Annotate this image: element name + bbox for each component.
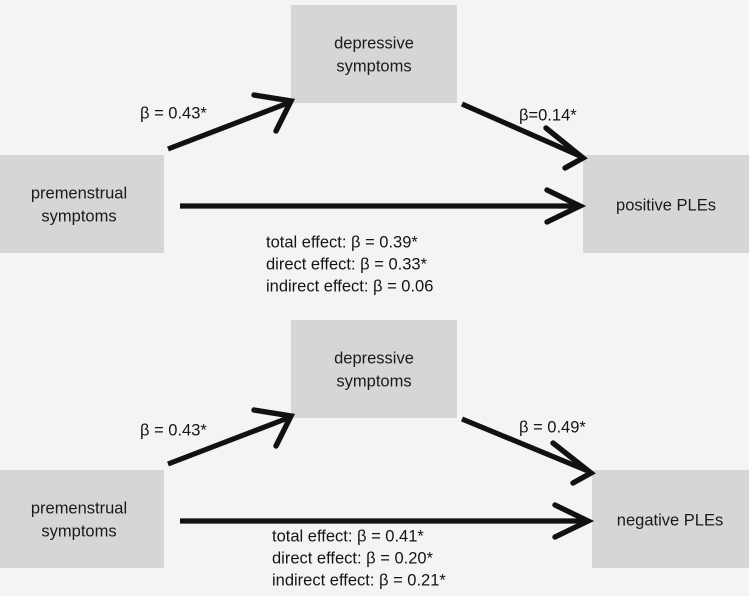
effect-total-top: total effect: β = 0.39* — [266, 233, 418, 251]
path-b-label-top: β=0.14* — [519, 106, 577, 124]
path-b-arrow-top — [460, 101, 588, 171]
node-box-predictor-top — [0, 155, 164, 253]
path-a-label-top: β = 0.43* — [140, 104, 207, 122]
node-label-mediator-top-line1: depressive — [334, 34, 414, 52]
node-box-outcome-bottom — [592, 470, 749, 568]
path-b-label-bottom: β = 0.49* — [519, 418, 586, 436]
path-a-arrow-bottom — [167, 407, 296, 467]
node-label-outcome-bottom-line1: negative PLEs — [617, 511, 723, 529]
node-label-outcome-top-line1: positive PLEs — [616, 196, 716, 214]
node-box-mediator-bottom — [291, 320, 457, 418]
node-label-predictor-top-line1: premenstrual — [31, 184, 127, 202]
node-box-predictor-bottom — [0, 470, 164, 568]
node-label-mediator-bottom-line1: depressive — [334, 349, 414, 367]
node-label-predictor-bottom-line1: premenstrual — [31, 499, 127, 517]
effect-total-bottom: total effect: β = 0.41* — [272, 527, 424, 545]
node-label-mediator-top-line2: symptoms — [336, 57, 411, 75]
effect-indirect-bottom: indirect effect: β = 0.21* — [272, 571, 446, 589]
path-b-arrow-bottom — [461, 416, 596, 486]
effect-direct-bottom: direct effect: β = 0.20* — [272, 549, 434, 567]
node-label-predictor-bottom-line2: symptoms — [41, 522, 116, 540]
effect-direct-top: direct effect: β = 0.33* — [266, 255, 428, 273]
path-direct-arrow-top — [180, 187, 587, 225]
path-a-arrow-top — [167, 92, 296, 152]
path-a-label-bottom: β = 0.43* — [140, 421, 207, 439]
path-direct-arrow-bottom — [180, 502, 595, 540]
panel-positive-ples: depressive symptoms premenstrual symptom… — [0, 5, 749, 295]
node-label-mediator-bottom-line2: symptoms — [336, 372, 411, 390]
panel-negative-ples: depressive symptoms premenstrual symptom… — [0, 320, 749, 589]
node-box-outcome-top — [583, 155, 749, 253]
effect-indirect-top: indirect effect: β = 0.06 — [266, 277, 433, 295]
node-label-predictor-top-line2: symptoms — [41, 207, 116, 225]
node-box-mediator-top — [291, 5, 457, 103]
